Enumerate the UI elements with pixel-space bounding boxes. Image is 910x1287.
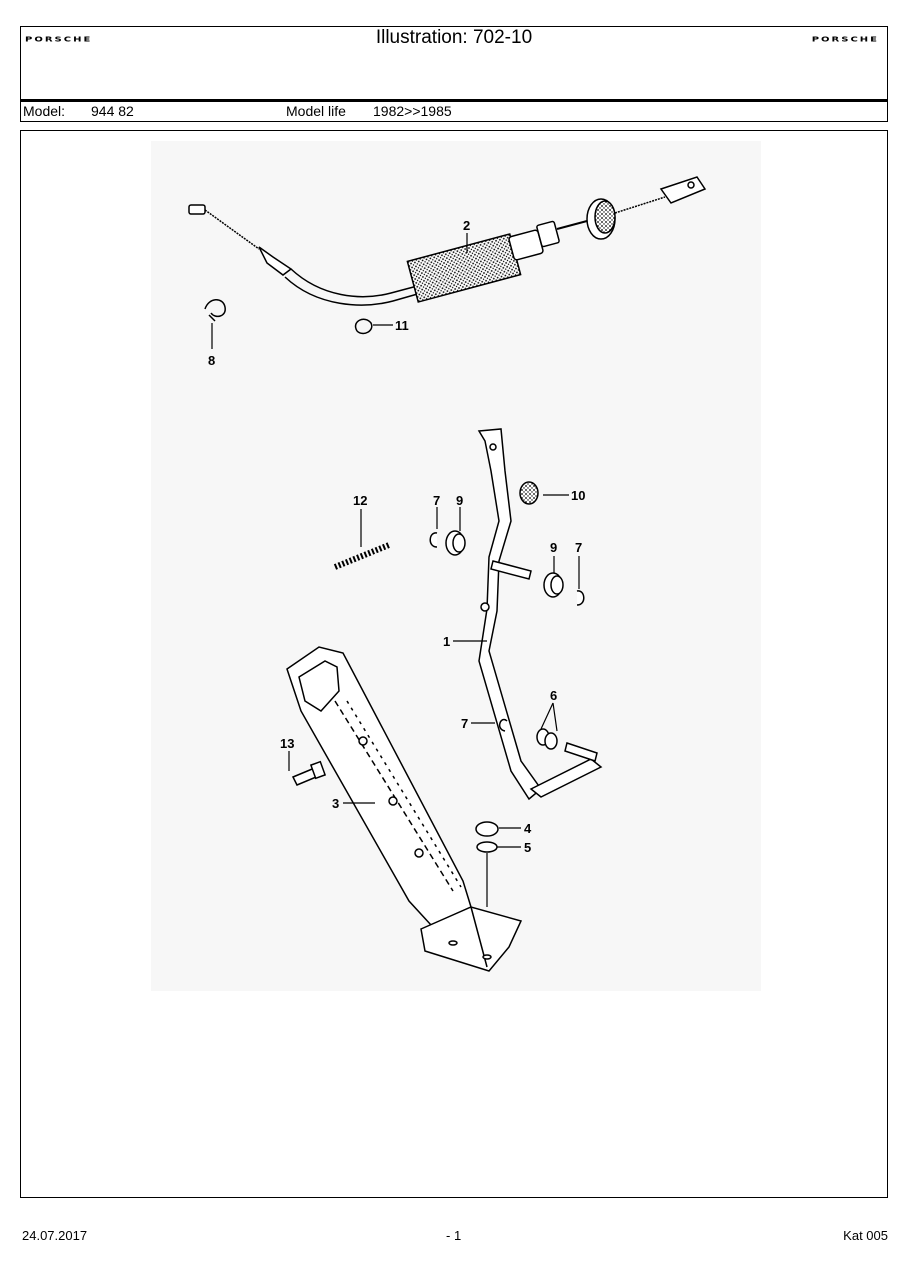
callout-11: 11: [395, 318, 409, 333]
parts-diagram: 2 8 11 10 12 7 9 9 7 1 6 7 13 3 4 5: [188, 176, 707, 972]
callout-9b: 9: [550, 540, 557, 555]
footer-date: 24.07.2017: [22, 1228, 88, 1243]
model-life-label: Model life: [286, 103, 346, 119]
callout-9a: 9: [456, 493, 463, 508]
callout-4: 4: [524, 821, 532, 836]
clip-8: [204, 299, 226, 322]
diagram-box: 2 8 11 10 12 7 9 9 7 1 6 7 13 3 4 5: [20, 130, 888, 1198]
callout-1: 1: [443, 634, 450, 649]
callout-2: 2: [463, 218, 470, 233]
pedal-lever: [477, 428, 603, 801]
callout-12: 12: [353, 493, 367, 508]
model-value: 944 82: [91, 103, 134, 119]
throttle-cable: [188, 176, 707, 306]
model-life-value: 1982>>1985: [373, 103, 452, 119]
porsche-logo-right: PORSCHE: [811, 36, 879, 44]
model-row: Model: 944 82 Model life 1982>>1985: [21, 103, 887, 121]
accelerator-pedal: [286, 646, 523, 972]
callout-5: 5: [524, 840, 531, 855]
model-label: Model:: [23, 103, 66, 119]
callout-8: 8: [208, 353, 215, 368]
callout-7c: 7: [461, 716, 468, 731]
leader-lines: [211, 233, 580, 907]
callout-labels: 2 8 11 10 12 7 9 9 7 1 6 7 13 3 4 5: [208, 218, 585, 855]
footer-catalog: Kat 005: [843, 1228, 888, 1243]
porsche-logo-left: PORSCHE: [25, 36, 93, 44]
header-box: PORSCHE Illustration: 702-10 PORSCHE Mod…: [20, 26, 888, 122]
illustration-title: Illustration: 702-10: [375, 27, 533, 48]
callout-10: 10: [571, 488, 585, 503]
callout-7a: 7: [433, 493, 440, 508]
callout-7b: 7: [575, 540, 582, 555]
footer-page: - 1: [446, 1228, 462, 1243]
callout-6: 6: [550, 688, 557, 703]
header-separator: [21, 99, 887, 102]
bushings-and-clips: [291, 481, 585, 853]
callout-13: 13: [280, 736, 294, 751]
callout-3: 3: [332, 796, 339, 811]
clip-11: [354, 318, 373, 335]
